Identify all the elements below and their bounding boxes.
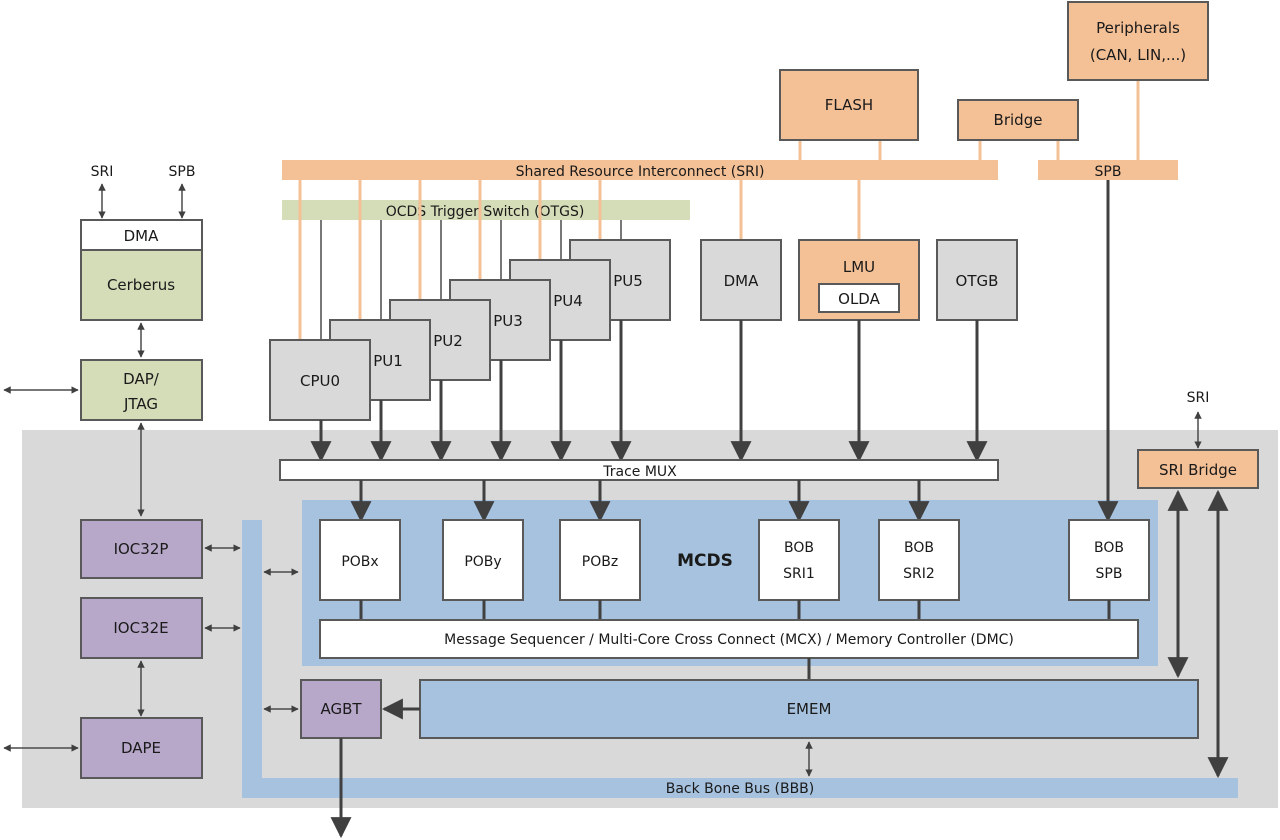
bob-sri2-label-2: SRI2 xyxy=(903,566,935,582)
bob-spb-block xyxy=(1068,519,1150,601)
pob-bob-connectors xyxy=(359,600,1111,620)
sri-bridge-ext-label: SRI xyxy=(1187,390,1210,406)
message-sequencer xyxy=(319,619,1139,659)
otgb-label: OTGB xyxy=(956,272,999,290)
trace-mux xyxy=(279,459,999,481)
dap-label-line1: DAP/ xyxy=(123,370,160,388)
pobz-label: POBz xyxy=(582,554,618,570)
ioc32p-label: IOC32P xyxy=(114,540,169,558)
spb-bus-label: SPB xyxy=(1095,164,1122,180)
lmu-label: LMU xyxy=(843,258,875,276)
trace-input-arrows xyxy=(310,320,988,463)
cpu5-label: PU5 xyxy=(613,272,643,290)
olda-block xyxy=(818,283,900,313)
poby-label: POBy xyxy=(464,554,501,570)
pobx-label: POBx xyxy=(341,554,378,570)
dape-label: DAPE xyxy=(121,739,161,757)
bob-sri2-label-1: BOB xyxy=(904,540,934,556)
dma-label: DMA xyxy=(724,272,759,290)
dma-block xyxy=(700,239,782,321)
ext-sri-label: SRI xyxy=(91,164,114,180)
otgs-bus-label: OCDS Trigger Switch (OTGS) xyxy=(386,204,585,220)
agbt-label: AGBT xyxy=(320,700,362,718)
bob-sri2-block xyxy=(878,519,960,601)
cerberus-label: Cerberus xyxy=(107,276,175,294)
peripherals-label-line1: Peripherals xyxy=(1096,19,1180,37)
mcds-title: MCDS xyxy=(677,551,733,571)
mux-output-arrows xyxy=(350,180,1119,523)
poby-block xyxy=(442,519,524,601)
cpu1-label: PU1 xyxy=(373,352,403,370)
pobx-block xyxy=(319,519,401,601)
peripherals-label-line2: (CAN, LIN,...) xyxy=(1090,46,1186,64)
cpu0-label: CPU0 xyxy=(300,372,340,390)
agbt-block xyxy=(300,679,382,739)
cpu2-label: PU2 xyxy=(433,332,463,350)
dap-label-line2: JTAG xyxy=(123,395,158,413)
bob-sri1-label-1: BOB xyxy=(784,540,814,556)
bbb-horizontal-bus xyxy=(242,778,1238,798)
bridge-block xyxy=(957,99,1079,141)
cerberus-dma-label: DMA xyxy=(124,227,159,245)
pobz-block xyxy=(559,519,641,601)
bob-spb-label-1: BOB xyxy=(1094,540,1124,556)
peripherals-block xyxy=(1067,1,1209,81)
ext-spb-label: SPB xyxy=(169,164,196,180)
sri-bus xyxy=(282,160,998,180)
cpu-stack: PU5 PU4 PU3 PU2 PU1 CPU0 xyxy=(269,239,671,421)
message-sequencer-label: Message Sequencer / Multi-Core Cross Con… xyxy=(444,632,1014,648)
flash-label: FLASH xyxy=(825,96,873,114)
olda-label: OLDA xyxy=(838,290,880,308)
bbb-label: Back Bone Bus (BBB) xyxy=(666,781,815,797)
ioc32p-block xyxy=(80,519,203,579)
sri-bridge-block xyxy=(1137,449,1259,489)
bob-sri1-label-2: SRI1 xyxy=(783,566,815,582)
bob-sri1-block xyxy=(758,519,840,601)
trace-mux-label: Trace MUX xyxy=(602,464,677,480)
sri-bridge-label: SRI Bridge xyxy=(1159,461,1237,479)
dap-jtag-block xyxy=(80,359,203,421)
bob-spb-label-2: SPB xyxy=(1096,566,1123,582)
bbb-vertical-bus xyxy=(242,520,262,798)
ioc32e-label: IOC32E xyxy=(113,619,168,637)
bridge-label: Bridge xyxy=(994,111,1043,129)
sri-bus-label: Shared Resource Interconnect (SRI) xyxy=(516,164,765,180)
dape-block xyxy=(80,717,203,779)
spb-bus xyxy=(1038,160,1178,180)
ioc32e-block xyxy=(80,597,203,659)
cpu3-label: PU3 xyxy=(493,312,523,330)
otgs-bus xyxy=(282,200,690,220)
flash-block xyxy=(779,69,919,141)
cerberus-dma-block xyxy=(80,219,203,251)
cpu-bus-wires xyxy=(298,180,622,340)
emem-label: EMEM xyxy=(787,700,832,718)
cpu4-label: PU4 xyxy=(553,292,583,310)
